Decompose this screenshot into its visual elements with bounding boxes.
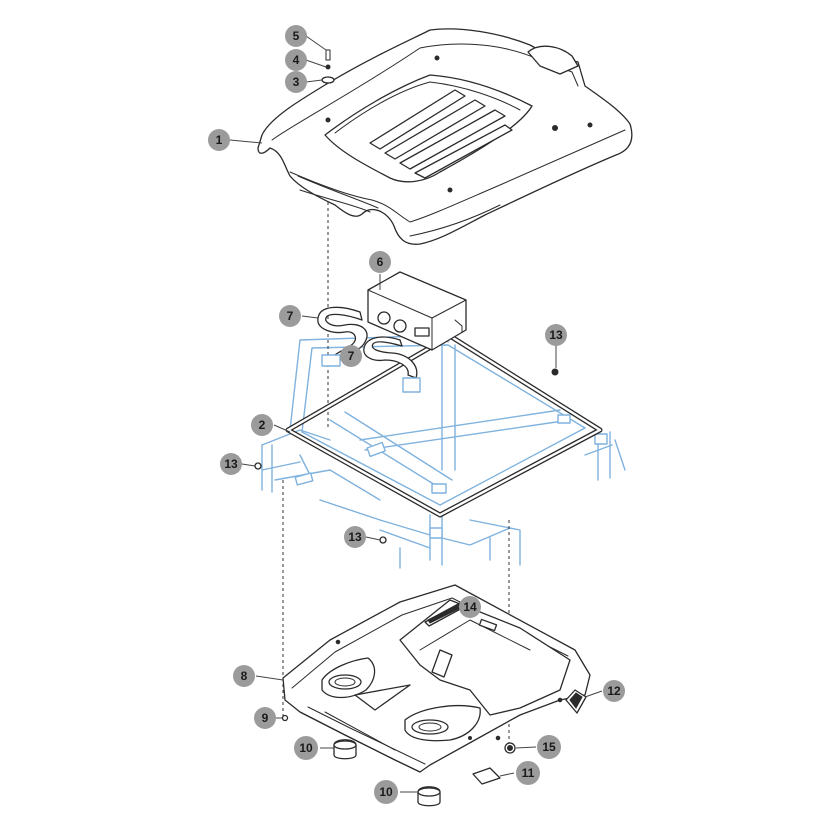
callout-label: 10: [379, 785, 393, 799]
callout-13-left: 13: [220, 453, 242, 475]
callout-badge: [251, 414, 273, 436]
cab-frame: [261, 334, 626, 569]
callout-badge: [537, 735, 561, 759]
heater-unit: [367, 271, 467, 351]
callout-badge: [279, 305, 301, 327]
callout-1: 1: [208, 129, 230, 151]
callout-label: 3: [293, 75, 300, 89]
callout-label: 2: [259, 418, 266, 432]
callout-badge: [369, 251, 391, 273]
roof-gasket: [285, 333, 603, 518]
leader-lines: [229, 35, 603, 793]
callout-label: 8: [241, 669, 248, 683]
callout-13-front: 13: [344, 526, 366, 548]
callout-7-lower: 7: [340, 345, 362, 367]
callout-label: 10: [299, 741, 313, 755]
callout-label: 6: [377, 255, 384, 269]
callout-badge: [545, 324, 567, 346]
callout-label: 13: [224, 457, 238, 471]
callout-badge: [340, 345, 362, 367]
callout-badge: [254, 707, 276, 729]
callout-14: 14: [459, 596, 481, 618]
callout-badge: [285, 25, 307, 47]
callout-label: 11: [522, 766, 535, 780]
callout-label: 4: [293, 53, 300, 67]
callout-label: 14: [463, 600, 477, 614]
callout-8: 8: [233, 665, 255, 687]
roof-panel: [257, 28, 633, 245]
callout-badge: [344, 526, 366, 548]
callout-4: 4: [285, 49, 307, 71]
callout-6: 6: [369, 251, 391, 273]
callout-label: 9: [262, 711, 269, 725]
callout-badge: [285, 49, 307, 71]
callout-label: 15: [542, 740, 556, 754]
callout-badge: [208, 129, 230, 151]
callout-9: 9: [254, 707, 276, 729]
callout-3: 3: [285, 71, 307, 93]
callout-label: 13: [348, 530, 362, 544]
callout-10-left: 10: [294, 736, 318, 760]
callout-badge: [285, 71, 307, 93]
small-parts: [281, 689, 587, 807]
callout-badge: [220, 453, 242, 475]
callout-10-bottom: 10: [374, 780, 398, 804]
callout-12: 12: [603, 680, 625, 702]
callout-2: 2: [251, 414, 273, 436]
callout-label: 5: [293, 29, 300, 43]
callout-badge: [516, 761, 540, 785]
callout-label: 13: [549, 328, 563, 342]
callout-15: 15: [537, 735, 561, 759]
callout-label: 12: [607, 684, 621, 698]
callout-badge: [374, 780, 398, 804]
callout-badge: [233, 665, 255, 687]
callout-13-top: 13: [545, 324, 567, 346]
callout-badge: [459, 596, 481, 618]
callout-badge: [603, 680, 625, 702]
callout-11: 11: [516, 761, 540, 785]
callout-5: 5: [285, 25, 307, 47]
callout-label: 1: [216, 133, 223, 147]
headliner-panel: [282, 584, 591, 773]
callout-badge: [294, 736, 318, 760]
callout-7-upper: 7: [279, 305, 301, 327]
screw-hardware: [321, 49, 335, 84]
callout-label: 7: [287, 309, 294, 323]
callout-label: 7: [348, 349, 355, 363]
